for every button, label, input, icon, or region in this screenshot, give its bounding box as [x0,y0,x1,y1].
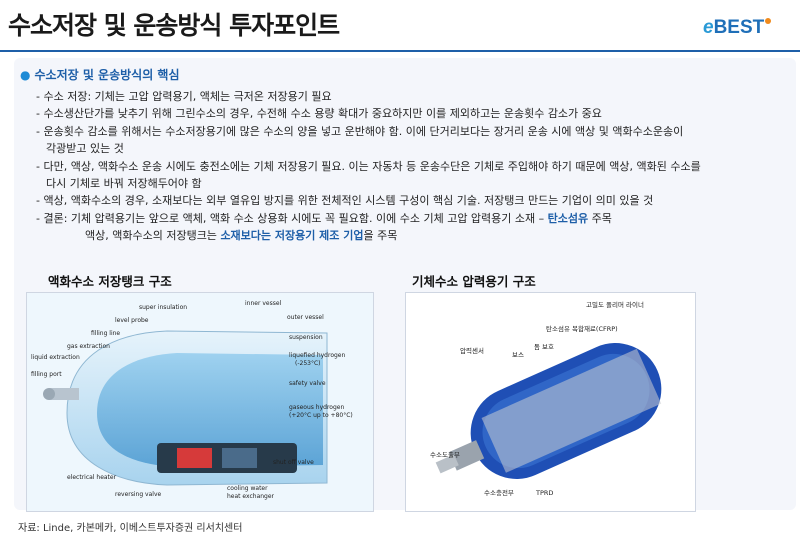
right-figure-title: 기체수소 압력용기 구조 [412,274,536,289]
label-filling-port: filling port [31,371,62,378]
label-liquefied-hydrogen: liquefied hydrogen [289,352,345,359]
label-dome-protection: 돔 보호 [534,343,554,351]
label-gaseous-temp: (+20°C up to +80°C) [289,412,353,419]
label-liquefied-temp: (-253°C) [295,360,321,367]
label-inner-vessel: inner vessel [245,300,282,307]
label-tprd: TPRD [535,489,553,497]
liquid-hydrogen-tank-diagram: inner vessel super insulation outer vess… [26,292,374,512]
label-outer-vessel: outer vessel [287,314,324,321]
label-hd-polymer-liner: 고밀도 폴리머 라이너 [586,300,644,309]
label-shut-off-valve: shut off valve [273,459,314,466]
tank-cutaway-illustration: inner vessel super insulation outer vess… [27,293,373,511]
source-note: 자료: Linde, 카본메카, 이베스트투자증권 리서치센터 [18,523,243,534]
point-line: - 수소 저장: 기체는 고압 압력용기, 액체는 극저온 저장용기 필요 [36,90,332,103]
title-divider [0,50,800,52]
label-filling-line: filling line [91,330,120,337]
label-suspension: suspension [289,334,323,341]
label-hydrogen-outlet: 수소도출부 [430,450,460,459]
ebest-logo: eBEST [703,17,772,39]
pressure-vessel-diagram: 고밀도 폴리머 라이너 탄소섬유 복합재료(CFRP) 돔 보호 보스 압력센서… [405,292,696,512]
key-points: - 수소 저장: 기체는 고압 압력용기, 액체는 극저온 저장용기 필요 - … [36,88,786,245]
point-line: - 수소생산단가를 낮추기 위해 그린수소의 경우, 수전해 수소 용량 확대가… [36,107,602,121]
point-line: - 다만, 액상, 액화수소 운송 시에도 충전소에는 기체 저장용기 필요. … [36,159,701,173]
label-boss: 보스 [512,351,524,359]
left-figure-title: 액화수소 저장탱크 구조 [48,274,172,289]
label-cooling-water: cooling water [227,485,268,492]
point-line: 다시 기체로 바꿔 저장해두어야 함 [46,177,202,191]
label-level-probe: level probe [115,317,149,324]
label-pressure-sensor: 압력센서 [460,346,484,355]
page-title: 수소저장 및 운송방식 투자포인트 [8,11,340,40]
label-liquid-extraction: liquid extraction [31,354,80,361]
label-super-insulation: super insulation [139,304,187,311]
label-gas-extraction: gas extraction [67,343,110,350]
point-line: - 액상, 액화수소의 경우, 소재보다는 외부 열유입 방지를 위한 전체적인… [36,194,654,208]
label-safety-valve: safety valve [289,380,326,387]
label-hydrogen-inlet: 수소충전부 [484,488,514,497]
panel-heading: ●수소저장 및 운송방식의 핵심 [20,68,180,82]
conclusion-line: - 결론: 기체 압력용기는 앞으로 액체, 액화 수소 상용화 시에도 꼭 필… [36,211,612,225]
label-cfrp: 탄소섬유 복합재료(CFRP) [546,324,618,333]
label-gaseous-hydrogen: gaseous hydrogen [289,404,344,411]
label-heat-exchanger: heat exchanger [227,493,275,500]
point-line: - 운송횟수 감소를 위해서는 수소저장용기에 많은 수소의 양을 넣고 운반해… [36,124,684,138]
label-reversing-valve: reversing valve [115,491,161,498]
label-electrical-heater: electrical heater [67,474,117,481]
conclusion-line: 액상, 액화수소의 저장탱크는 소재보다는 저장용기 제조 기업을 주목 [85,229,398,243]
pressure-vessel-illustration: 고밀도 폴리머 라이너 탄소섬유 복합재료(CFRP) 돔 보호 보스 압력센서… [406,293,695,511]
bullet-icon: ● [20,68,31,82]
point-line: 각광받고 있는 것 [46,142,124,156]
